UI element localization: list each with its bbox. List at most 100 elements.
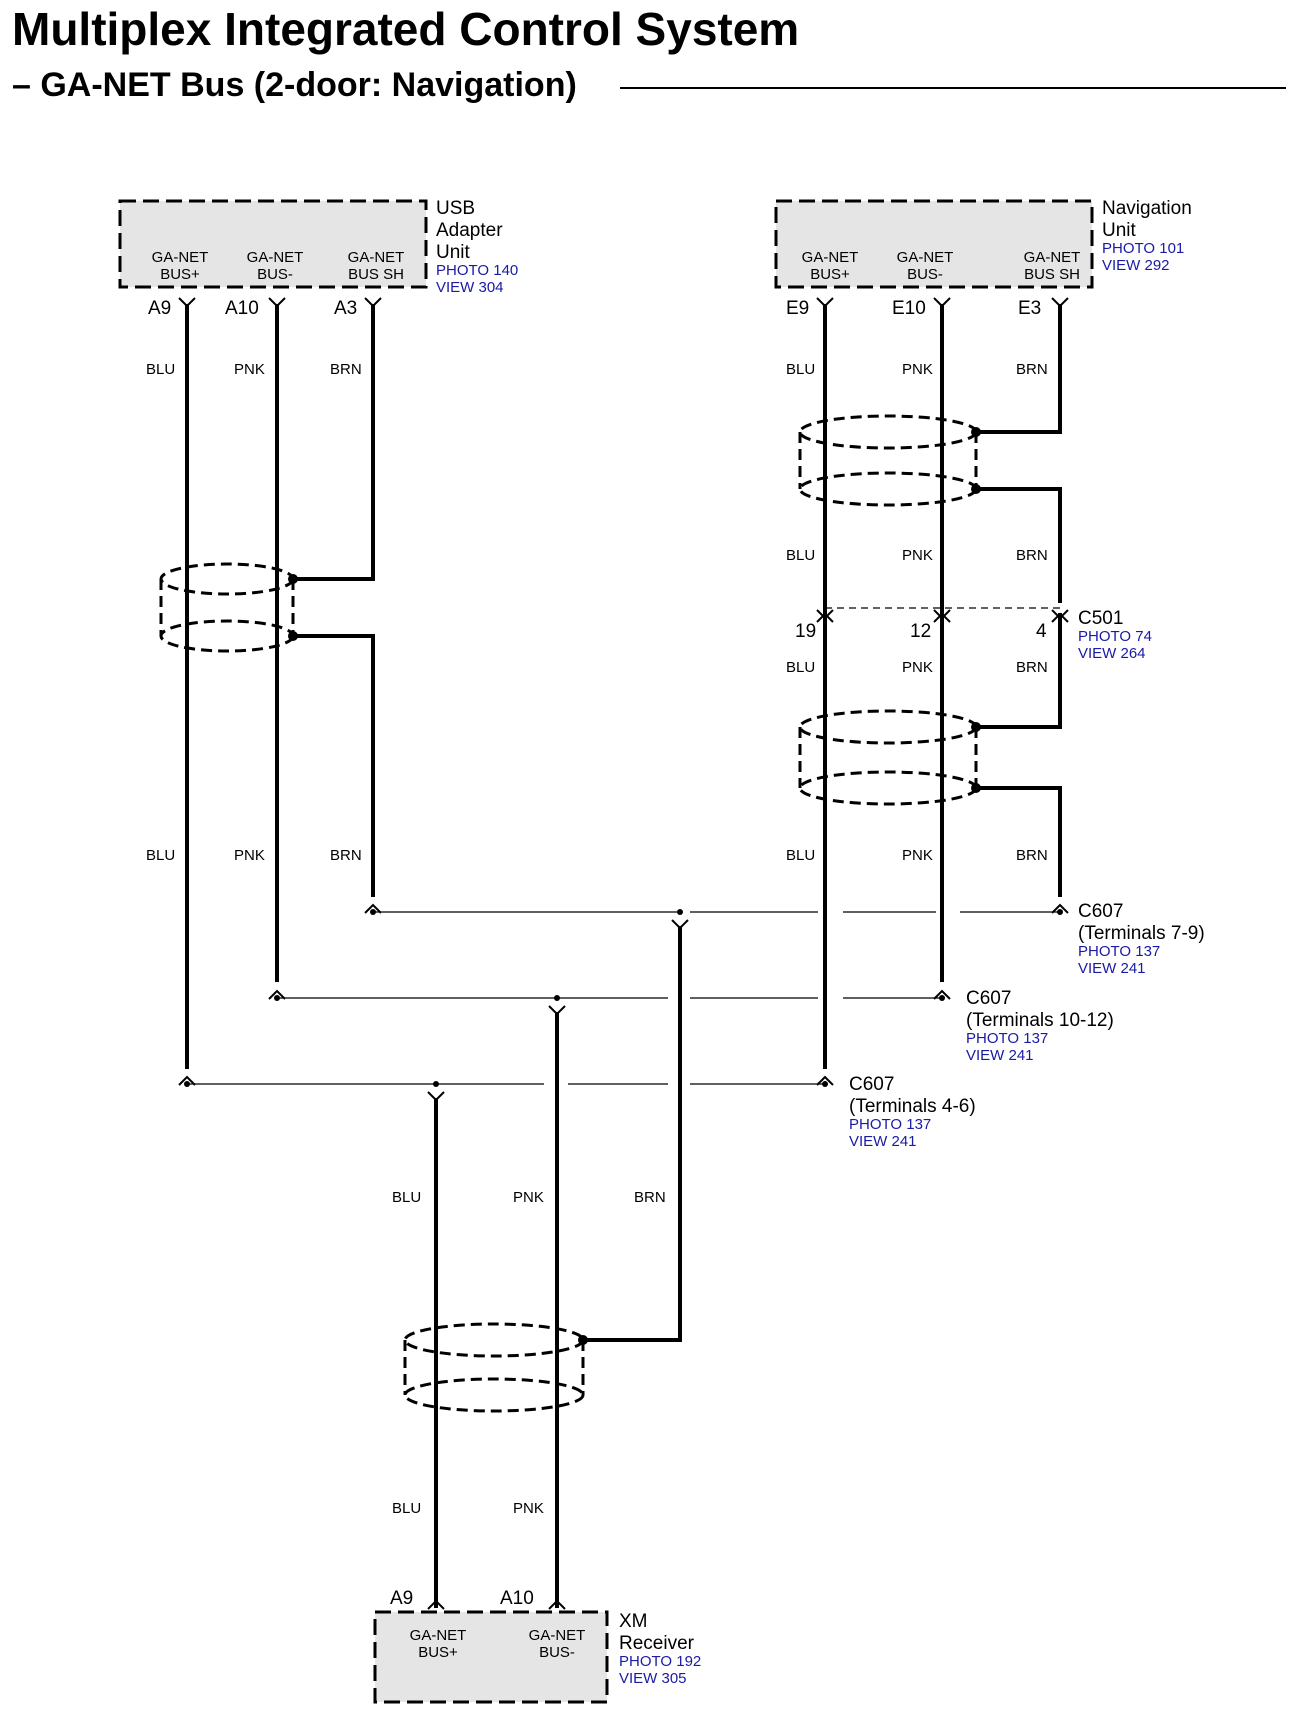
xm-pin2-line2: BUS- — [539, 1644, 575, 1661]
c607-b-view-ref: VIEW 241 — [966, 1047, 1034, 1064]
lbl-nav-brn-4: BRN — [1016, 847, 1048, 864]
xm-wires — [403, 926, 682, 1610]
lbl-usb-brn-1: BRN — [330, 361, 362, 378]
nav-terminal-e3: E3 — [1018, 298, 1041, 319]
usb-terminal-a3: A3 — [334, 298, 357, 319]
nav-shield-upper — [798, 414, 981, 507]
c501-terminal-19: 19 — [795, 621, 816, 642]
wire-usb-brn-upper — [293, 304, 375, 581]
lbl-xm-pnk-2: PNK — [513, 1500, 544, 1517]
usb-terminal-a10: A10 — [225, 298, 259, 319]
nav-name-line1: Navigation — [1102, 198, 1192, 219]
lbl-nav-pnk-4: PNK — [902, 847, 933, 864]
lbl-usb-blu-2: BLU — [146, 847, 175, 864]
nav-pin2-line2: BUS- — [907, 266, 943, 283]
c607-b-terms: (Terminals 10-12) — [966, 1010, 1114, 1031]
xm-terminal-a10: A10 — [500, 1588, 534, 1609]
lbl-nav-blu-1: BLU — [786, 361, 815, 378]
nav-wires: 19 12 4 C501 PHOTO 74 VIEW 264 — [795, 304, 1152, 1069]
title-rule — [620, 87, 1286, 89]
nav-pin1-line1: GA-NET — [802, 249, 859, 266]
c607-a-photo-ref: PHOTO 137 — [1078, 943, 1160, 960]
lbl-xm-blu-1: BLU — [392, 1189, 421, 1206]
c607-c-terms: (Terminals 4-6) — [849, 1096, 976, 1117]
nav-pin3-line2: BUS SH — [1024, 266, 1080, 283]
c607-c-photo-ref: PHOTO 137 — [849, 1116, 931, 1133]
usb-name-line3: Unit — [436, 242, 471, 263]
usb-adapter-unit: GA-NET BUS+ GA-NET BUS- GA-NET BUS SH US… — [118, 198, 518, 319]
xm-shield — [403, 1322, 588, 1413]
xm-pin2-line1: GA-NET — [529, 1627, 586, 1644]
lbl-nav-brn-2: BRN — [1016, 547, 1048, 564]
c607-pnk-bus — [268, 989, 951, 1016]
lbl-usb-pnk-2: PNK — [234, 847, 265, 864]
nav-name-line2: Unit — [1102, 220, 1137, 241]
lbl-usb-blu-1: BLU — [146, 361, 175, 378]
nav-shield-lower — [798, 709, 981, 806]
c607-c-view-ref: VIEW 241 — [849, 1133, 917, 1150]
xm-pin1-line1: GA-NET — [410, 1627, 467, 1644]
usb-wires — [159, 304, 375, 1069]
usb-pin2-line1: GA-NET — [247, 249, 304, 266]
wire-nav-brn-1 — [976, 304, 1062, 434]
usb-terminal-a9: A9 — [148, 298, 171, 319]
xm-photo-ref: PHOTO 192 — [619, 1653, 701, 1670]
c607-a-terms: (Terminals 7-9) — [1078, 923, 1205, 944]
fork-xm-a9 — [427, 1599, 445, 1610]
page-title: Multiplex Integrated Control System — [12, 3, 800, 55]
usb-pin3-line1: GA-NET — [348, 249, 405, 266]
lbl-nav-blu-3: BLU — [786, 659, 815, 676]
usb-adapter-box — [118, 199, 428, 289]
lbl-xm-pnk-1: PNK — [513, 1189, 544, 1206]
lbl-nav-brn-1: BRN — [1016, 361, 1048, 378]
usb-name-line2: Adapter — [436, 220, 503, 241]
xm-view-ref: VIEW 305 — [619, 1670, 687, 1687]
lbl-nav-blu-4: BLU — [786, 847, 815, 864]
c607-b-name: C607 — [966, 988, 1011, 1009]
lbl-xm-blu-2: BLU — [392, 1500, 421, 1517]
wire-nav-brn-4 — [976, 786, 1062, 897]
xm-name-line2: Receiver — [619, 1633, 695, 1654]
c607-a-name: C607 — [1078, 901, 1123, 922]
c607-c-name: C607 — [849, 1074, 894, 1095]
wire-color-labels: BLU PNK BRN BLU PNK BRN BLU PNK BRN BLU … — [146, 361, 1048, 1517]
usb-name-line1: USB — [436, 198, 475, 219]
usb-pin2-line2: BUS- — [257, 266, 293, 283]
c607-blu-bus — [178, 1075, 834, 1102]
c501-name: C501 — [1078, 608, 1123, 629]
usb-pin1-line1: GA-NET — [152, 249, 209, 266]
xm-pin1-line2: BUS+ — [418, 1644, 458, 1661]
c501-view-ref: VIEW 264 — [1078, 645, 1146, 662]
lbl-usb-brn-2: BRN — [330, 847, 362, 864]
navigation-unit: GA-NET BUS+ GA-NET BUS- GA-NET BUS SH Na… — [774, 198, 1192, 319]
lbl-nav-brn-3: BRN — [1016, 659, 1048, 676]
xm-terminal-a9: A9 — [390, 1588, 413, 1609]
nav-photo-ref: PHOTO 101 — [1102, 240, 1184, 257]
xm-receiver: GA-NET BUS+ GA-NET BUS- XM Receiver PHOT… — [373, 1588, 701, 1704]
lbl-xm-brn-1: BRN — [634, 1189, 666, 1206]
c501-terminal-4: 4 — [1036, 621, 1047, 642]
usb-pin3-line2: BUS SH — [348, 266, 404, 283]
nav-terminal-e9: E9 — [786, 298, 809, 319]
c607-a-view-ref: VIEW 241 — [1078, 960, 1146, 977]
nav-terminal-e10: E10 — [892, 298, 926, 319]
navigation-box — [774, 199, 1094, 289]
c501-connector — [816, 607, 1069, 623]
nav-view-ref: VIEW 292 — [1102, 257, 1170, 274]
c501-photo-ref: PHOTO 74 — [1078, 628, 1152, 645]
usb-pin1-line2: BUS+ — [160, 266, 200, 283]
c607-b-photo-ref: PHOTO 137 — [966, 1030, 1048, 1047]
xm-name-line1: XM — [619, 1611, 648, 1632]
usb-view-ref: VIEW 304 — [436, 279, 504, 296]
nav-pin3-line1: GA-NET — [1024, 249, 1081, 266]
nav-pin2-line1: GA-NET — [897, 249, 954, 266]
nav-pin1-line2: BUS+ — [810, 266, 850, 283]
fork-xm-a10 — [548, 1599, 566, 1610]
lbl-nav-pnk-2: PNK — [902, 547, 933, 564]
wire-usb-brn-lower — [293, 634, 375, 897]
wire-nav-brn-2 — [976, 487, 1062, 603]
wire-nav-brn-3 — [976, 613, 1062, 729]
wire-xm-brn — [583, 926, 682, 1342]
